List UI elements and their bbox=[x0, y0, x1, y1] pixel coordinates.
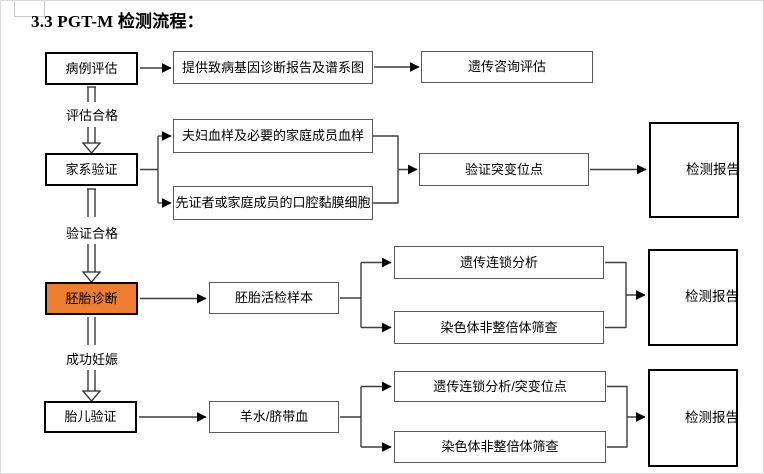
node-label: 检测报告 bbox=[686, 161, 740, 177]
node-test-report-1: 检测报告 bbox=[649, 122, 740, 218]
node-label: 提供致病基因诊断报告及谱系图 bbox=[181, 59, 364, 75]
edge-label-pregnancy: 成功妊娠 bbox=[65, 352, 118, 367]
node-fetal-verification: 胎儿验证 bbox=[44, 401, 137, 433]
node-label: 染色体非整倍体筛查 bbox=[441, 439, 559, 455]
node-linkage-mutation-analysis: 遗传连锁分析/突变位点 bbox=[394, 371, 606, 402]
node-label: 胎儿验证 bbox=[64, 409, 117, 425]
node-diagnosis-report-pedigree: 提供致病基因诊断报告及谱系图 bbox=[173, 51, 373, 84]
node-label: 验证突变位点 bbox=[464, 161, 543, 177]
node-verify-mutation-site: 验证突变位点 bbox=[419, 153, 589, 186]
node-label: 遗传咨询评估 bbox=[467, 59, 546, 75]
node-embryo-biopsy-sample: 胚胎活检样本 bbox=[209, 282, 339, 314]
edges-fetal-branch bbox=[139, 381, 646, 452]
node-label: 检测报告 bbox=[685, 289, 739, 305]
node-label: 胚胎活检样本 bbox=[234, 290, 313, 306]
node-amniotic-cord-blood: 羊水/脐带血 bbox=[209, 401, 339, 433]
page-title: 3.3 PGT-M 检测流程： bbox=[31, 12, 204, 31]
node-embryo-diag: 胚胎诊断 bbox=[45, 282, 138, 315]
table-corner-artifact bbox=[14, 1, 45, 17]
node-couple-blood-samples: 夫妇血样及必要的家庭成员血样 bbox=[173, 119, 373, 153]
node-label: 染色体非整倍体筛查 bbox=[440, 319, 558, 335]
node-label: 病例评估 bbox=[65, 60, 118, 76]
node-family-verification: 家系验证 bbox=[45, 153, 138, 186]
node-label: 检测报告 bbox=[685, 409, 739, 425]
edges-row1 bbox=[140, 62, 420, 73]
edges-family-branch bbox=[140, 131, 647, 208]
node-label: 夫妇血样及必要的家庭成员血样 bbox=[181, 128, 364, 144]
edge-label-verify-pass: 验证合格 bbox=[65, 226, 118, 241]
node-label: 先证者或家庭成员的口腔黏膜细胞 bbox=[175, 195, 371, 211]
edge-label-eval-pass: 评估合格 bbox=[65, 108, 118, 123]
edges-embryo-branch bbox=[140, 257, 646, 333]
node-case-evaluation: 病例评估 bbox=[45, 52, 138, 85]
node-aneuploidy-screening-2: 染色体非整倍体筛查 bbox=[394, 431, 606, 463]
node-aneuploidy-screening-1: 染色体非整倍体筛查 bbox=[394, 311, 604, 344]
node-label: 家系验证 bbox=[65, 161, 118, 177]
node-genetic-counseling: 遗传咨询评估 bbox=[421, 51, 593, 83]
node-label: 遗传连锁分析/突变位点 bbox=[433, 378, 567, 394]
node-test-report-2: 检测报告 bbox=[648, 249, 739, 346]
node-label: 羊水/脐带血 bbox=[239, 409, 309, 425]
node-genetic-linkage-analysis: 遗传连锁分析 bbox=[394, 246, 604, 279]
edges-main-column bbox=[81, 86, 102, 403]
node-test-report-3: 检测报告 bbox=[648, 369, 739, 467]
node-label: 遗传连锁分析 bbox=[459, 254, 538, 270]
node-proband-oral-cells: 先证者或家庭成员的口腔黏膜细胞 bbox=[173, 186, 373, 220]
node-label: 胚胎诊断 bbox=[65, 290, 118, 306]
